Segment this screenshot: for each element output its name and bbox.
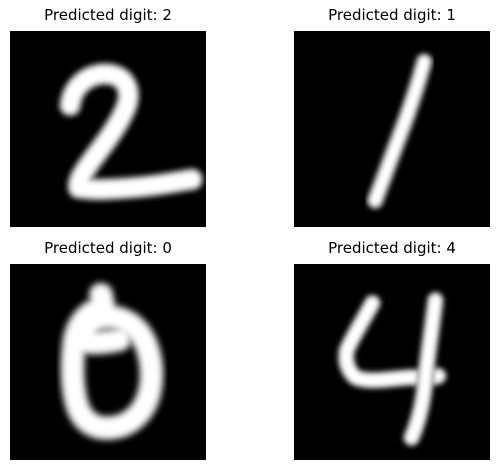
panel-title: Predicted digit: 0: [44, 239, 172, 257]
digit-image: [294, 264, 490, 460]
panel-title: Predicted digit: 1: [328, 6, 456, 24]
panel-title: Predicted digit: 2: [44, 6, 172, 24]
digit-image: [10, 31, 206, 227]
panel-title: Predicted digit: 4: [328, 239, 456, 257]
digit-image: [294, 31, 490, 227]
digit-image: [10, 264, 206, 460]
